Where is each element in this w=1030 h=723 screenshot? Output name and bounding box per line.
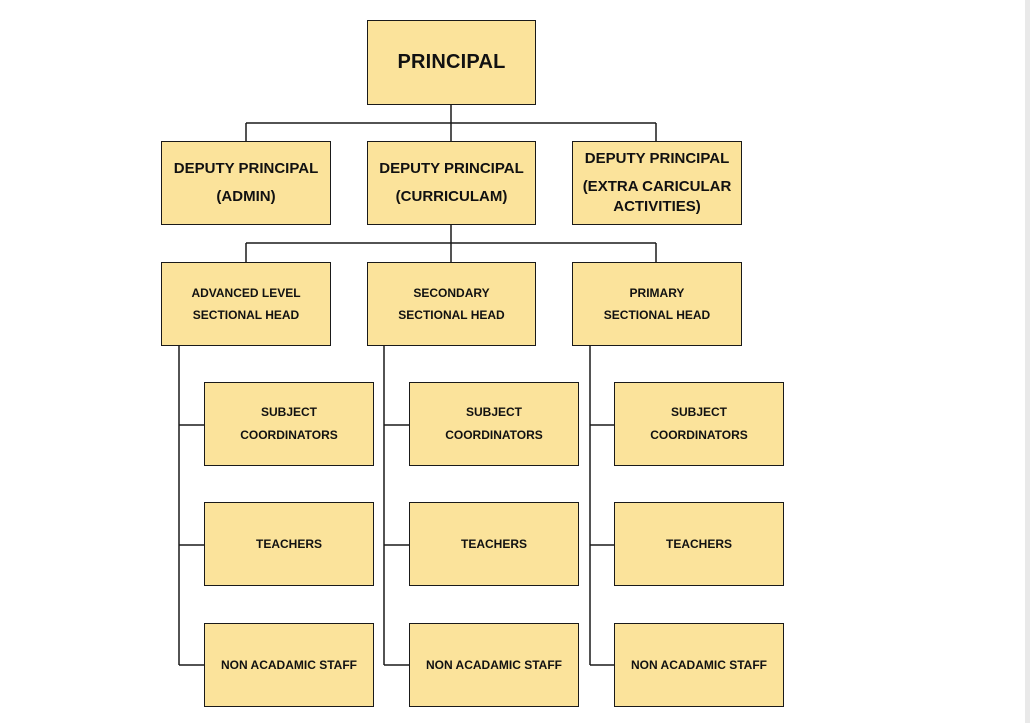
staff-label: TEACHERS [460,536,527,551]
staff-label: SUBJECT [260,405,317,419]
staff-label: NON ACADAMIC STAFF [631,657,767,672]
staff-box-subject-coordinators: SUBJECT COORDINATORS [409,382,579,466]
staff-label: SUBJECT [670,405,727,419]
section-head-primary: PRIMARY SECTIONAL HEAD [572,262,742,346]
deputy-curriculum-title: DEPUTY PRINCIPAL [379,160,524,177]
staff-box-non-academic: NON ACADAMIC STAFF [204,623,374,707]
deputy-admin-box: DEPUTY PRINCIPAL (ADMIN) [161,141,331,225]
deputy-curriculum-subtitle: (CURRICULAM) [395,188,508,205]
staff-box-subject-coordinators: SUBJECT COORDINATORS [204,382,374,466]
section-head-label: PRIMARY [629,286,685,300]
deputy-admin-subtitle: (ADMIN) [216,188,276,205]
principal-box: PRINCIPAL [367,20,536,105]
deputy-curriculum-box: DEPUTY PRINCIPAL (CURRICULAM) [367,141,536,225]
staff-box-teachers: TEACHERS [614,502,784,586]
section-head-secondary: SECONDARY SECTIONAL HEAD [367,262,536,346]
staff-box-non-academic: NON ACADAMIC STAFF [614,623,784,707]
page-edge [1025,0,1030,723]
section-head-label: SECTIONAL HEAD [398,308,505,322]
section-head-label: ADVANCED LEVEL [191,286,301,300]
section-head-label: SECONDARY [413,286,490,300]
staff-label: SUBJECT [465,405,522,419]
section-head-label: SECTIONAL HEAD [192,308,300,322]
staff-box-teachers: TEACHERS [409,502,579,586]
staff-label: COORDINATORS [650,428,748,442]
deputy-extracurricular-subtitle: (EXTRA CARICULAR [582,178,732,195]
staff-box-non-academic: NON ACADAMIC STAFF [409,623,579,707]
principal-label: PRINCIPAL [397,51,506,73]
staff-label: COORDINATORS [240,428,338,442]
section-head-advanced: ADVANCED LEVEL SECTIONAL HEAD [161,262,331,346]
staff-label: NON ACADAMIC STAFF [426,657,562,672]
deputy-admin-title: DEPUTY PRINCIPAL [173,160,319,177]
staff-label: TEACHERS [255,536,322,551]
staff-label: COORDINATORS [445,428,543,442]
staff-label: NON ACADAMIC STAFF [221,657,357,672]
deputy-extracurricular-subtitle-cont: ACTIVITIES) [613,198,701,215]
staff-box-teachers: TEACHERS [204,502,374,586]
section-head-label: SECTIONAL HEAD [603,308,711,322]
deputy-extracurricular-title: DEPUTY PRINCIPAL [584,150,730,167]
deputy-extracurricular-box: DEPUTY PRINCIPAL (EXTRA CARICULAR ACTIVI… [572,141,742,225]
staff-box-subject-coordinators: SUBJECT COORDINATORS [614,382,784,466]
staff-label: TEACHERS [665,536,732,551]
